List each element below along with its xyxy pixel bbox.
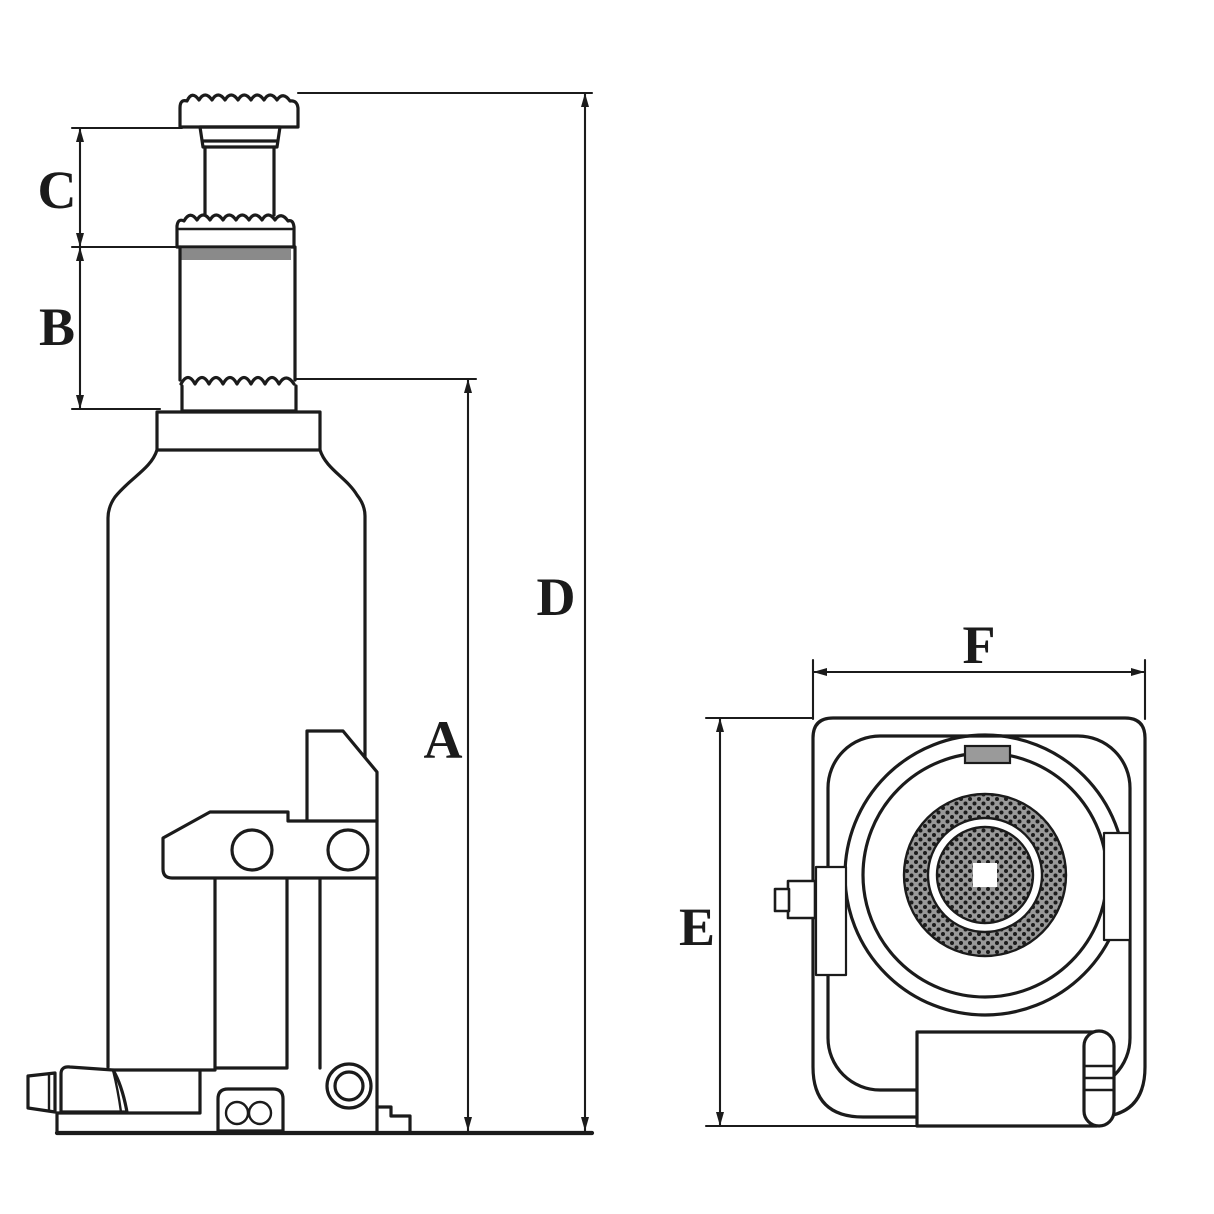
arrow-c-down bbox=[76, 233, 84, 247]
left-plate-notch bbox=[814, 865, 848, 977]
extension-screw bbox=[203, 145, 276, 217]
saddle-knurled-ring bbox=[904, 794, 1066, 956]
label-f: F bbox=[963, 615, 996, 675]
arrow-d-up bbox=[581, 93, 589, 107]
release-valve-knob bbox=[26, 1071, 57, 1114]
arrow-b-down bbox=[76, 395, 84, 409]
arrow-c-up bbox=[76, 128, 84, 142]
lever-pivot-inner bbox=[333, 1070, 365, 1102]
arrow-e-up bbox=[716, 718, 724, 732]
arrow-f-right bbox=[1131, 668, 1145, 676]
label-b: B bbox=[39, 297, 75, 357]
release-valve-tab-tip bbox=[773, 887, 791, 913]
arrow-e-down bbox=[716, 1112, 724, 1126]
saddle-square-hole bbox=[973, 863, 997, 887]
bottle-body bbox=[106, 448, 367, 1069]
screw-neck bbox=[198, 125, 282, 149]
label-d: D bbox=[537, 567, 576, 627]
pump-casting bbox=[305, 729, 379, 823]
knurl-outer-edge bbox=[902, 792, 1068, 958]
arrow-a-up bbox=[464, 379, 472, 393]
release-valve-body bbox=[59, 1065, 129, 1114]
label-e: E bbox=[679, 897, 715, 957]
side-view bbox=[26, 93, 595, 1136]
ram-serration bbox=[179, 375, 296, 386]
saddle-cap bbox=[178, 93, 300, 129]
arrow-d-down bbox=[581, 1117, 589, 1131]
base-plate bbox=[55, 1068, 217, 1135]
cylinder-collar bbox=[155, 410, 322, 452]
ram-lower-ring bbox=[180, 384, 298, 413]
ram-cylinder bbox=[178, 245, 297, 382]
release-valve-tab bbox=[786, 879, 817, 920]
arrow-a-down bbox=[464, 1117, 472, 1131]
handle-socket-ribs bbox=[1082, 1064, 1116, 1092]
top-view bbox=[773, 716, 1147, 1128]
pump-link-bars bbox=[318, 876, 379, 1109]
base-step-lug bbox=[375, 1105, 412, 1133]
top-view-dimensions: F E bbox=[679, 615, 1147, 1128]
ram-shade-band bbox=[181, 249, 291, 260]
screw-knurled-collar bbox=[175, 213, 296, 249]
right-plate-notch bbox=[1102, 831, 1132, 942]
handle-clip bbox=[963, 744, 1012, 765]
label-a: A bbox=[424, 710, 463, 770]
knurl-inner-edge bbox=[926, 816, 1044, 934]
pump-housing bbox=[915, 1030, 1099, 1128]
bracket-hole-right bbox=[326, 828, 370, 872]
pump-cylinder bbox=[213, 876, 289, 1070]
label-c: C bbox=[38, 160, 77, 220]
bracket-hole-left bbox=[230, 828, 274, 872]
release-valve-curve bbox=[111, 1068, 123, 1114]
arrow-f-left bbox=[813, 668, 827, 676]
side-view-dimensions: C B A D bbox=[38, 91, 594, 1133]
foot-hole-right bbox=[247, 1100, 273, 1126]
arrow-b-up bbox=[76, 247, 84, 261]
